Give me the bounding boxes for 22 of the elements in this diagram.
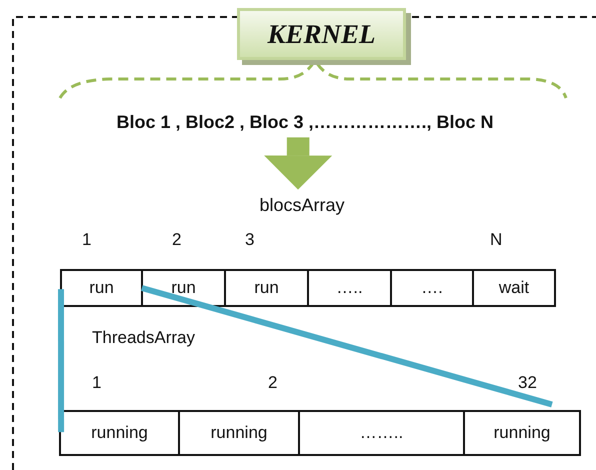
array-cell: run	[224, 269, 309, 307]
array-cell: wait	[472, 269, 556, 307]
connector-line	[58, 289, 64, 432]
array-cell: run	[60, 269, 143, 307]
index-number: N	[490, 230, 502, 250]
array-cell: ……..	[298, 410, 465, 456]
array-label: blocsArray	[240, 192, 364, 216]
array-cell: …..	[307, 269, 392, 307]
bloc-list-text: Bloc 1 , Bloc2 , Bloc 3 ,………………., Bloc N	[60, 108, 550, 136]
block-arrow	[264, 137, 332, 190]
array-cell: running	[178, 410, 300, 456]
index-number: 2	[268, 373, 278, 393]
array-cell: running	[59, 410, 180, 456]
index-number: 1	[92, 373, 102, 393]
array-cell: ….	[390, 269, 474, 307]
array-label: ThreadsArray	[92, 328, 195, 348]
array-cell: running	[463, 410, 581, 456]
index-number: 1	[82, 230, 92, 250]
connector-line	[141, 285, 553, 408]
index-number: 32	[518, 373, 537, 393]
index-number: 2	[172, 230, 182, 250]
index-number: 3	[245, 230, 254, 250]
